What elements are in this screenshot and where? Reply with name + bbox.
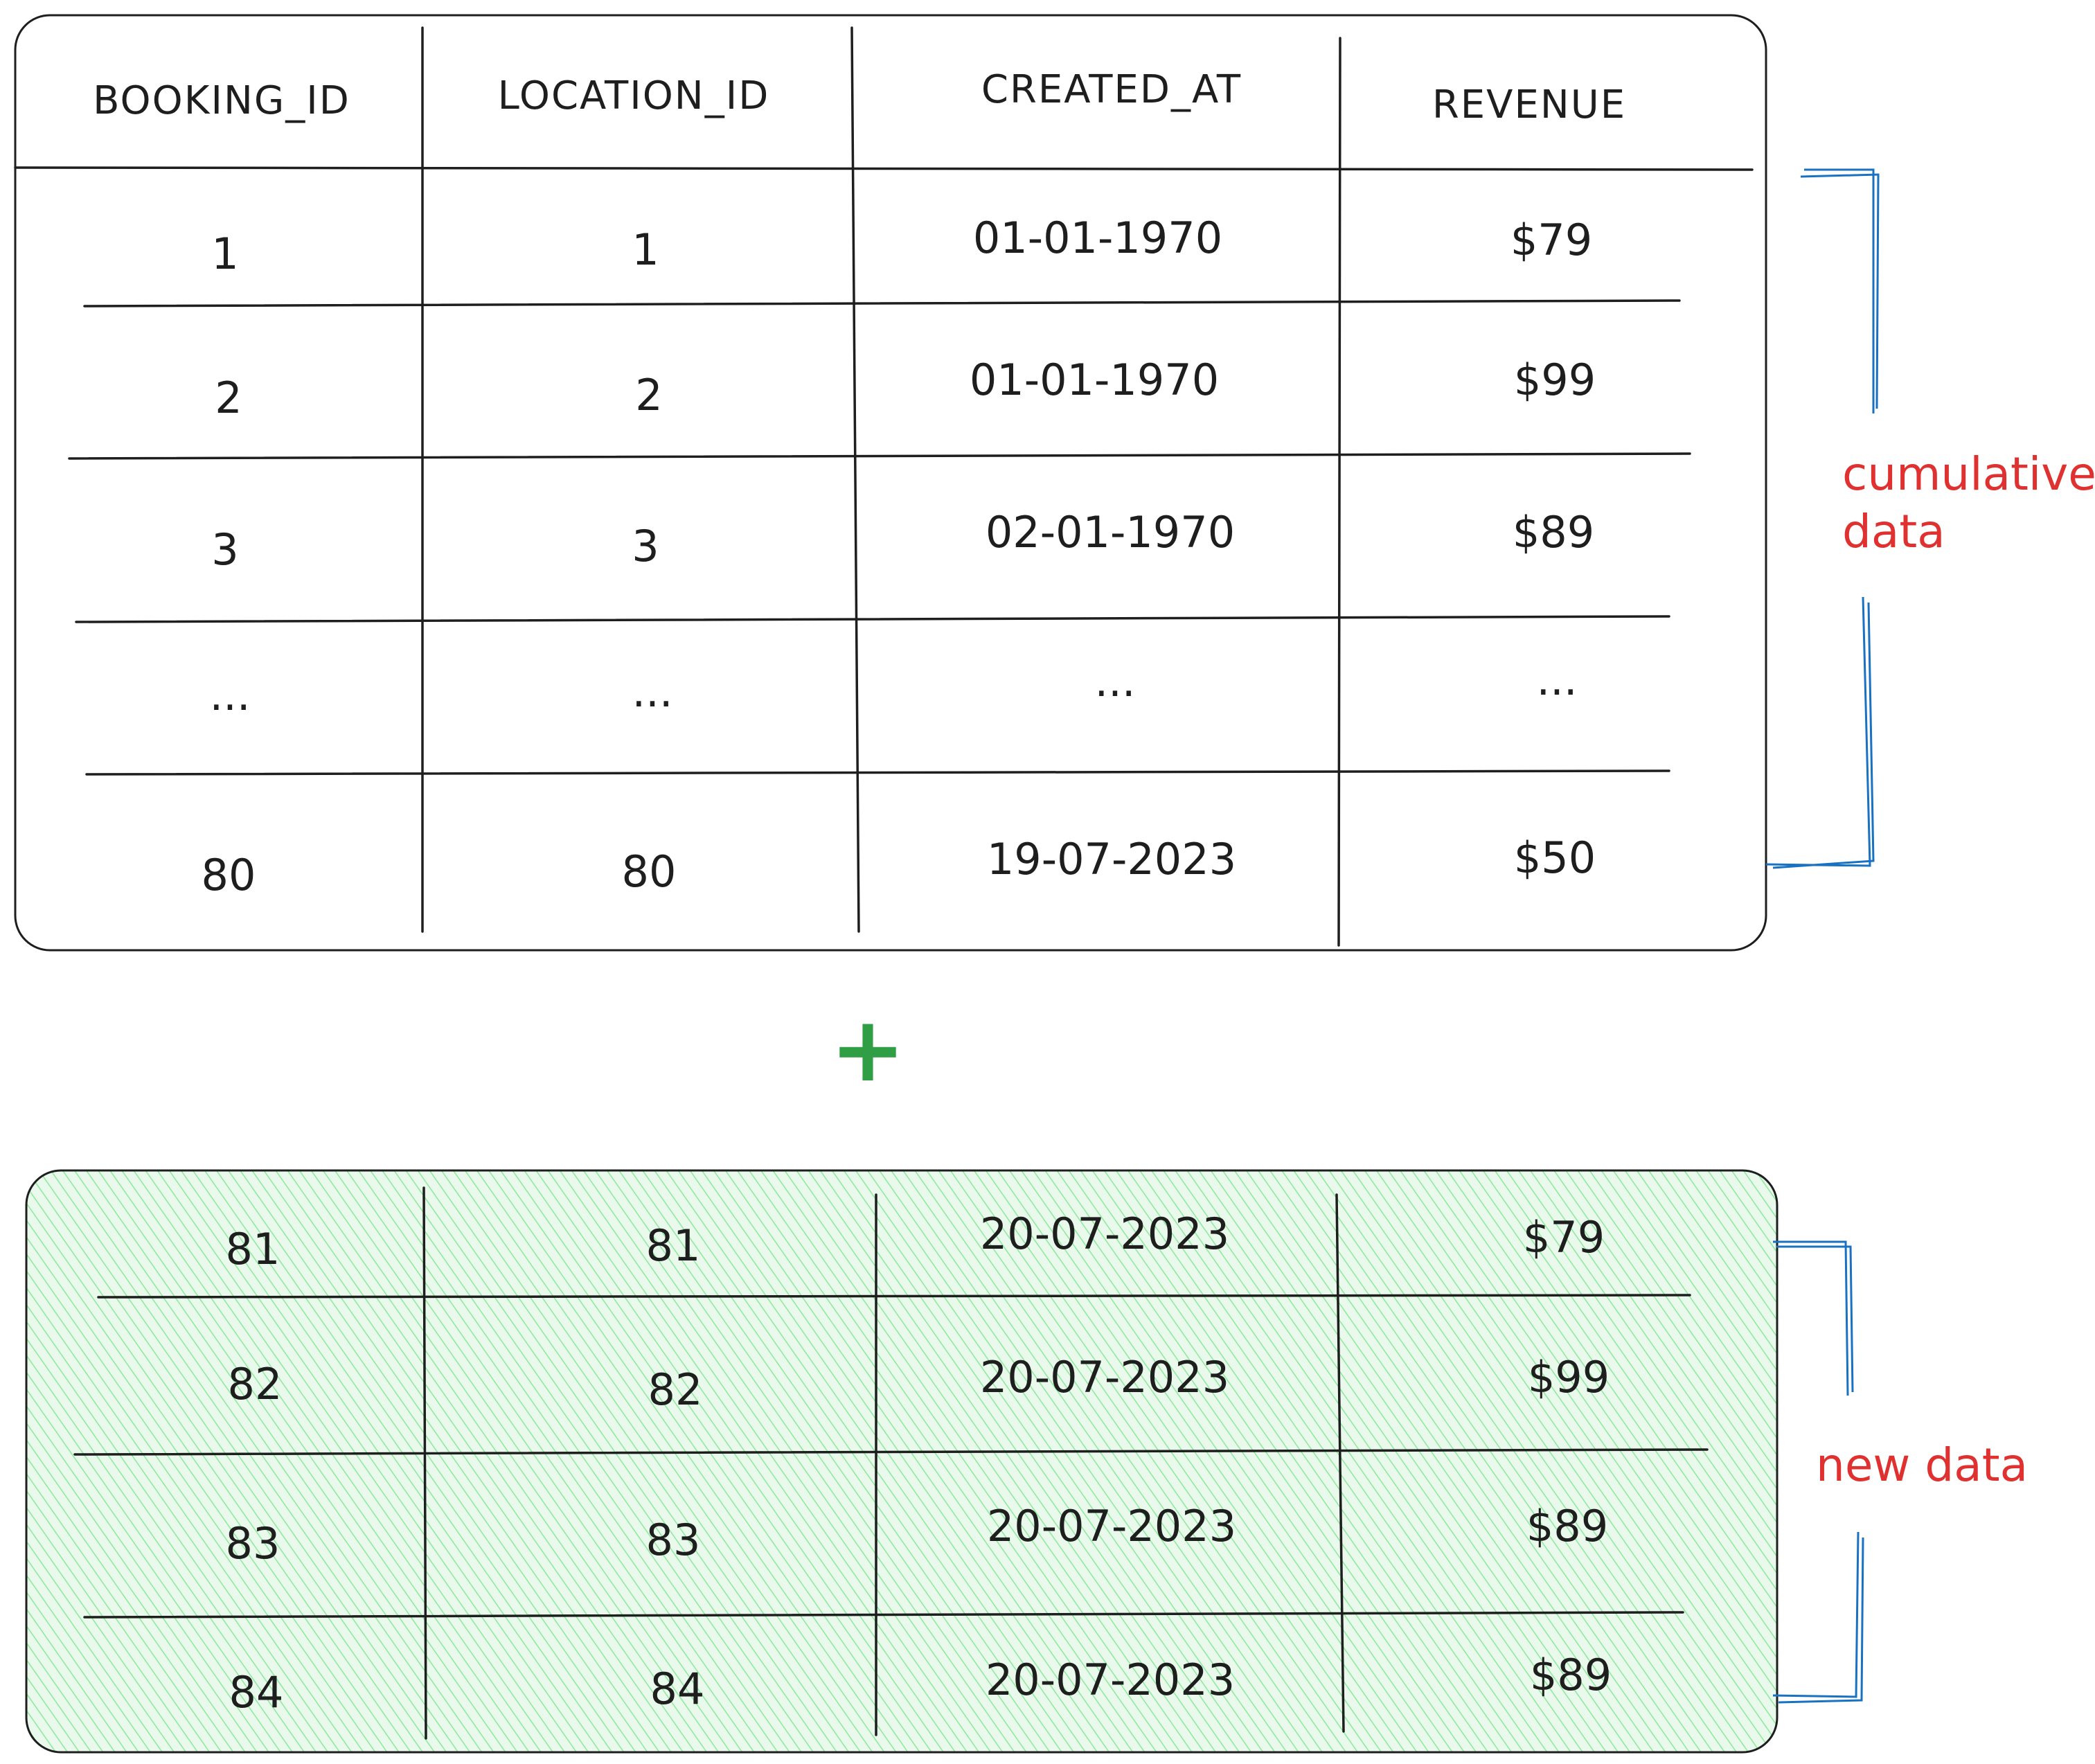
cell-created-at: 20-07-2023 xyxy=(987,1501,1236,1551)
row-divider xyxy=(85,769,1670,776)
cell-revenue: $89 xyxy=(1526,1501,1608,1551)
cumulative-data-label: cumulative xyxy=(1842,447,2095,501)
cell-booking-id: ... xyxy=(209,670,250,720)
header-revenue: REVENUE xyxy=(1432,82,1626,127)
cell-location-id: 84 xyxy=(650,1664,705,1714)
row-divider xyxy=(75,615,1670,623)
header-booking-id: BOOKING_ID xyxy=(93,78,350,123)
cell-revenue: $99 xyxy=(1514,355,1596,405)
cell-booking-id: 81 xyxy=(226,1224,280,1274)
new-data-bracket xyxy=(1772,1240,1864,1704)
cell-created-at: 01-01-1970 xyxy=(970,355,1219,405)
cell-revenue: $50 xyxy=(1514,832,1596,883)
cell-created-at: 20-07-2023 xyxy=(980,1209,1229,1259)
row-divider xyxy=(83,1611,1684,1619)
cell-revenue: $99 xyxy=(1528,1352,1610,1402)
new-data-label: new data xyxy=(1816,1438,2028,1492)
cell-booking-id: 83 xyxy=(226,1518,280,1569)
cell-revenue: $79 xyxy=(1510,215,1592,265)
header-location-id: LOCATION_ID xyxy=(498,73,770,118)
new-data-table-fill xyxy=(25,1169,1778,1754)
cell-created-at: 19-07-2023 xyxy=(987,834,1236,884)
cell-created-at: 20-07-2023 xyxy=(980,1352,1229,1402)
cell-revenue: $89 xyxy=(1513,507,1594,558)
cell-location-id: ... xyxy=(632,666,672,717)
cell-booking-id: 1 xyxy=(211,229,238,279)
cell-booking-id: 80 xyxy=(202,850,256,900)
cell-location-id: 82 xyxy=(648,1364,703,1415)
cell-revenue: $89 xyxy=(1530,1650,1612,1700)
cell-created-at: 02-01-1970 xyxy=(986,507,1235,558)
column-divider xyxy=(1335,1193,1345,1733)
header-divider xyxy=(14,166,1754,171)
cumulative-table-frame xyxy=(14,14,1767,952)
cell-revenue: $79 xyxy=(1523,1212,1605,1263)
cumulative-data-label: data xyxy=(1842,505,1945,558)
cell-created-at: 20-07-2023 xyxy=(986,1655,1235,1705)
column-divider xyxy=(422,1186,427,1740)
row-divider xyxy=(68,452,1691,460)
cumulative-bracket xyxy=(1765,168,1880,869)
cell-location-id: 81 xyxy=(646,1220,701,1271)
cell-location-id: 3 xyxy=(632,521,659,571)
row-divider xyxy=(97,1294,1691,1299)
plus-sign: + xyxy=(830,997,906,1102)
cumulative-table: BOOKING_ID LOCATION_ID CREATED_AT REVENU… xyxy=(14,14,1767,952)
cell-booking-id: 2 xyxy=(215,373,242,423)
cell-created-at: ... xyxy=(1094,656,1135,706)
column-divider xyxy=(1337,37,1341,947)
cell-location-id: 2 xyxy=(635,370,662,420)
new-data-table: 81 81 20-07-2023 $79 82 82 20-07-2023 $9… xyxy=(25,1169,1778,1754)
cell-booking-id: 3 xyxy=(211,524,238,575)
cell-created-at: 01-01-1970 xyxy=(973,213,1222,263)
cell-booking-id: 82 xyxy=(228,1359,283,1409)
cell-location-id: 83 xyxy=(646,1515,701,1565)
cell-location-id: 1 xyxy=(632,224,659,275)
cell-booking-id: 84 xyxy=(229,1667,284,1718)
cell-revenue: ... xyxy=(1536,654,1577,705)
column-divider xyxy=(850,26,860,933)
cell-location-id: 80 xyxy=(622,846,677,897)
row-divider xyxy=(73,1448,1709,1456)
header-created-at: CREATED_AT xyxy=(981,67,1242,112)
row-divider xyxy=(83,299,1681,308)
